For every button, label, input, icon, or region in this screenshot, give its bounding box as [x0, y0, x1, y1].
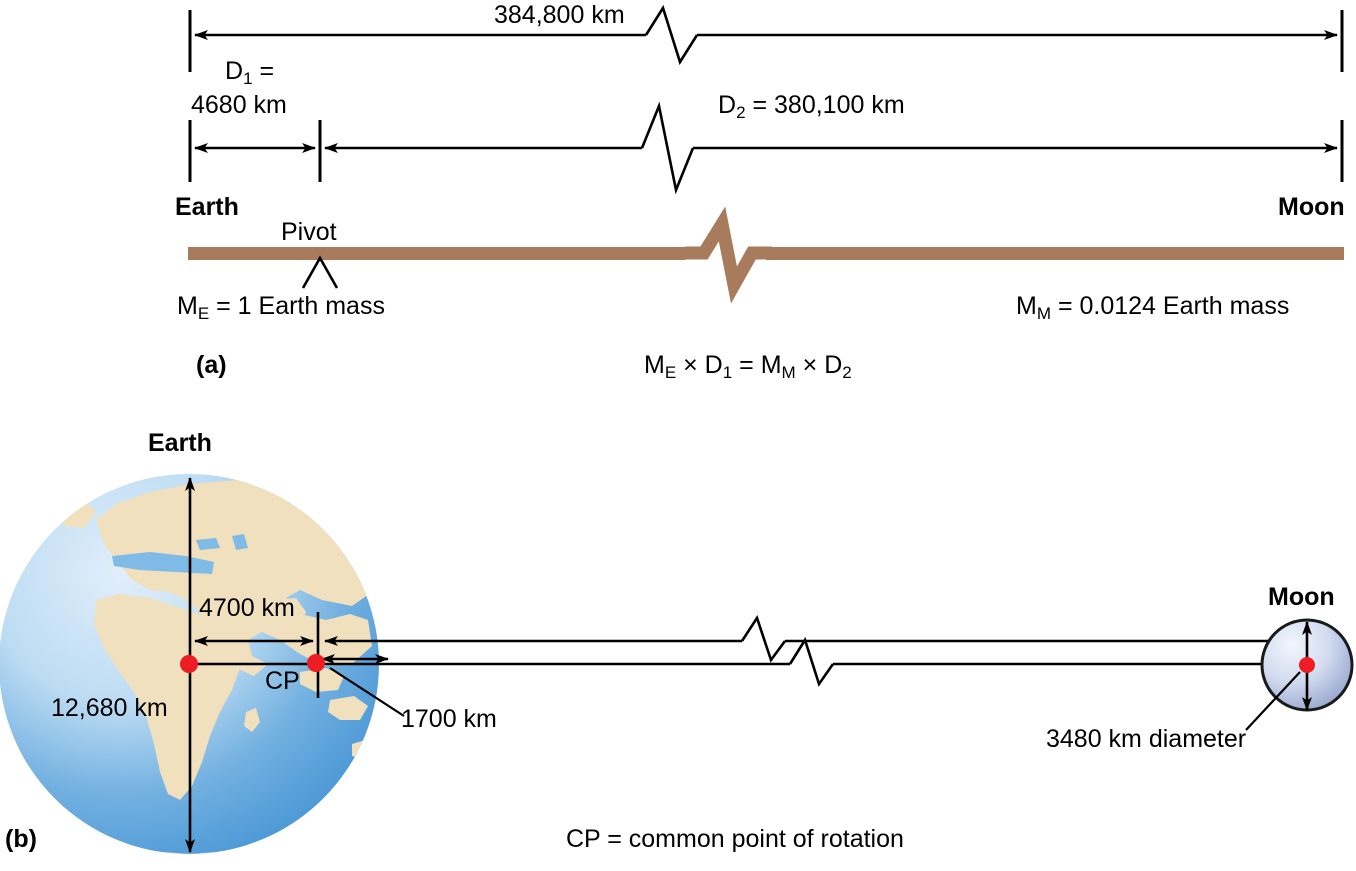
panel-a-moon-label: Moon [1278, 193, 1345, 221]
eq-mm-sub: M [781, 362, 796, 382]
d2-subscript: 2 [736, 102, 746, 122]
break-symbol-b-lower [788, 636, 835, 687]
d1-symbol: D [225, 57, 244, 85]
moon-offset-label: 1700 km [401, 705, 497, 733]
eq-me: M [644, 351, 665, 379]
eq-d1-sub: 1 [722, 362, 733, 382]
eq-times-1: × [676, 351, 705, 379]
total-distance-label: 384,800 km [494, 1, 625, 29]
earth-mass-label: ME = 1 Earth mass [177, 292, 385, 322]
dimension-cp-to-surface [321, 654, 405, 717]
cp-marker [307, 654, 325, 672]
d2-symbol: D [718, 91, 737, 119]
break-symbol-b-upper [740, 615, 787, 663]
moon-mass-symbol: M [1016, 292, 1037, 320]
eq-me-sub: E [664, 362, 677, 382]
torque-equation: ME × D1 = MM × D2 [644, 351, 852, 381]
leader-line-1700km [329, 667, 405, 717]
dimension-earth-to-moon-lower [189, 636, 1302, 687]
moon-mass-subscript: M [1036, 303, 1051, 323]
panel-a-earth-label: Earth [175, 193, 239, 221]
d1-value-label: 4680 km [191, 91, 287, 119]
panel-b-earth-label: Earth [148, 429, 212, 457]
earth-diameter-label: 12,680 km [51, 694, 168, 722]
moon-mass-value: = 0.0124 Earth mass [1051, 292, 1290, 320]
break-symbol-top [644, 4, 699, 66]
pivot-marker [301, 255, 339, 289]
panel-a-dimensions [188, 4, 1344, 195]
earth-mass-subscript: E [197, 303, 210, 323]
earth-mass-value: = 1 Earth mass [209, 292, 385, 320]
panel-b-moon-label: Moon [1268, 583, 1335, 611]
eq-equals: = [732, 351, 761, 379]
cp-distance-label: 4700 km [199, 594, 295, 622]
earth-center-marker [180, 655, 198, 673]
d1-equals: = [252, 57, 275, 85]
dimension-d2 [324, 101, 1338, 195]
dimension-total-distance [194, 4, 1338, 66]
eq-d2: D [824, 351, 843, 379]
eq-mm: M [760, 351, 782, 379]
earth-globe [0, 474, 379, 854]
leader-line-moon-diameter [1245, 671, 1301, 731]
eq-times-2: × [795, 351, 825, 379]
earth-mass-symbol: M [177, 292, 198, 320]
lever-bar [188, 206, 1344, 304]
d2-label: D2 = 380,100 km [718, 91, 905, 121]
panel-a-tag: (a) [196, 351, 227, 379]
moon-diameter-label: 3480 km diameter [1046, 725, 1247, 753]
break-symbol-lever [685, 206, 772, 304]
eq-d2-sub: 2 [842, 362, 852, 382]
cp-label: CP [265, 667, 300, 695]
panel-b-tag: (b) [5, 825, 37, 853]
d1-subscript: 1 [243, 68, 253, 88]
d1-label-line1: D1 = [225, 57, 275, 87]
moon-center-marker [1299, 657, 1315, 673]
d2-value: = 380,100 km [745, 91, 905, 119]
dimension-cp-to-moon-upper [324, 615, 1303, 663]
break-symbol-d2 [640, 101, 695, 195]
moon-mass-label: MM = 0.0124 Earth mass [1016, 292, 1290, 322]
pivot-label: Pivot [281, 218, 337, 246]
cp-caption: CP = common point of rotation [566, 825, 904, 853]
eq-d1: D [704, 351, 723, 379]
